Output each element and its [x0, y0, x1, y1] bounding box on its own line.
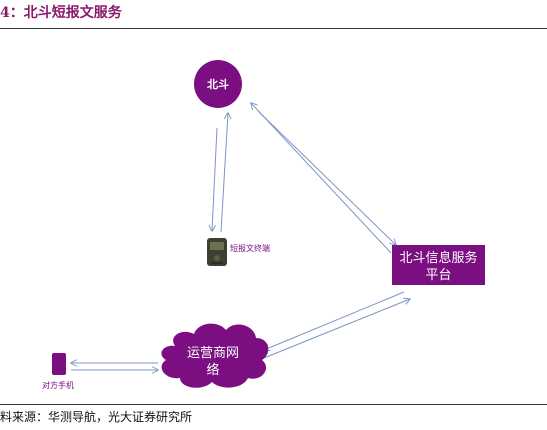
phone-label: 对方手机 [42, 380, 74, 390]
carrier-network-node: 运营商网 络 [161, 323, 269, 388]
bottom-divider [0, 404, 547, 405]
beidou-node: 北斗 [194, 60, 242, 108]
carrier-network-label-line1: 运营商网 [187, 346, 239, 361]
arrow-beidou-terminal [212, 113, 228, 233]
phone-node: 对方手机 [42, 353, 74, 390]
service-platform-node: 北斗信息服务 平台 [392, 245, 485, 285]
service-platform-label-line2: 平台 [425, 268, 451, 283]
terminal-label: 短报文终端 [230, 243, 270, 253]
terminal-node: 短报文终端 [207, 238, 270, 266]
arrow-network-phone [71, 363, 158, 370]
service-platform-label-line1: 北斗信息服务 [399, 250, 477, 266]
carrier-network-label-line2: 络 [206, 362, 219, 378]
beidou-label: 北斗 [207, 77, 229, 91]
arrow-platform-network [264, 291, 410, 359]
top-divider [0, 28, 547, 29]
figure-title: 4：北斗短报文服务 [0, 5, 122, 21]
arrow-beidou-platform [251, 103, 396, 254]
source-note: 料来源：华测导航，光大证券研究所 [0, 410, 193, 424]
